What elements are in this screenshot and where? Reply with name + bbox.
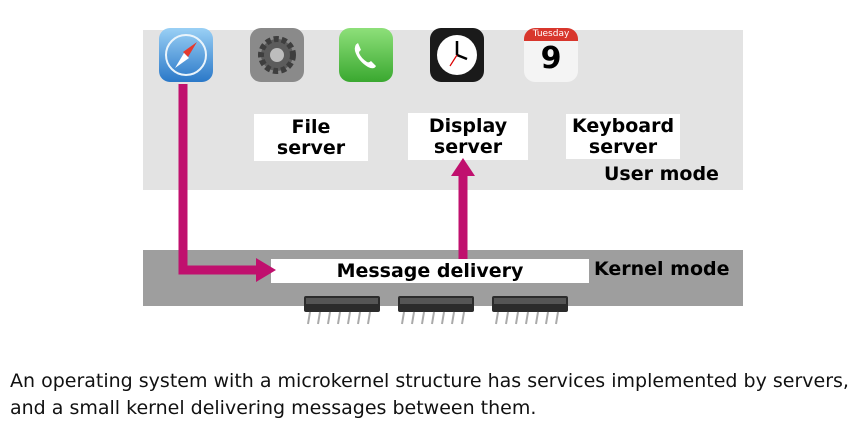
keyboard-server-line2: server [588, 135, 658, 158]
clock-icon [430, 28, 484, 82]
user-mode-label: User mode [604, 163, 719, 185]
settings-icon [250, 28, 304, 82]
keyboard-server-box: Keyboard server [566, 114, 680, 159]
safari-icon [159, 28, 213, 82]
phone-icon [339, 28, 393, 82]
message-delivery-box: Message delivery [271, 259, 589, 283]
chip-icon [492, 296, 568, 325]
display-server-line2: server [433, 135, 503, 158]
chip-icon [304, 296, 380, 325]
calendar-date-number: 9 [540, 41, 562, 76]
display-server-box: Display server [408, 113, 528, 160]
keyboard-server-line1: Keyboard [571, 114, 675, 137]
file-server-line2: server [276, 136, 346, 159]
chip-icon [398, 296, 474, 325]
calendar-icon: Tuesday 9 [524, 28, 578, 82]
kernel-mode-label: Kernel mode [594, 258, 730, 280]
kernel-to-display-arrow [451, 158, 475, 259]
file-server-box: File server [254, 114, 368, 161]
display-server-line1: Display [428, 114, 508, 137]
caption-text: An operating system with a microkernel s… [10, 370, 849, 419]
file-server-line1: File [291, 115, 331, 138]
safari-to-kernel-arrow [178, 84, 276, 282]
calendar-day-label: Tuesday [524, 28, 578, 41]
